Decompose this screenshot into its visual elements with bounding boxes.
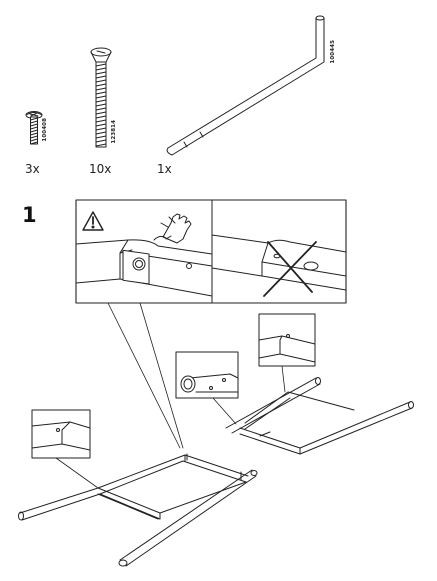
detail-panel: [75, 199, 347, 304]
frame-left: [18, 409, 258, 567]
cross-mark-icon: [263, 241, 317, 297]
screw-short-icon: [25, 111, 43, 145]
step-number: 1: [22, 203, 37, 227]
allen-key-icon: [166, 15, 325, 156]
part-qty-screw: 3x: [25, 162, 40, 176]
frame-right: [175, 313, 414, 455]
part-code-bolt: 123814: [111, 120, 117, 144]
warning-triangle-icon: [82, 211, 104, 231]
part-code-screw: 100408: [42, 118, 48, 142]
hand-touch-icon: [153, 213, 192, 244]
part-qty-key: 1x: [157, 162, 172, 176]
part-code-key: 100445: [330, 40, 336, 64]
bolt-long-icon: [90, 47, 112, 148]
part-qty-bolt: 10x: [89, 162, 112, 176]
tube-detail-left: [75, 239, 213, 297]
